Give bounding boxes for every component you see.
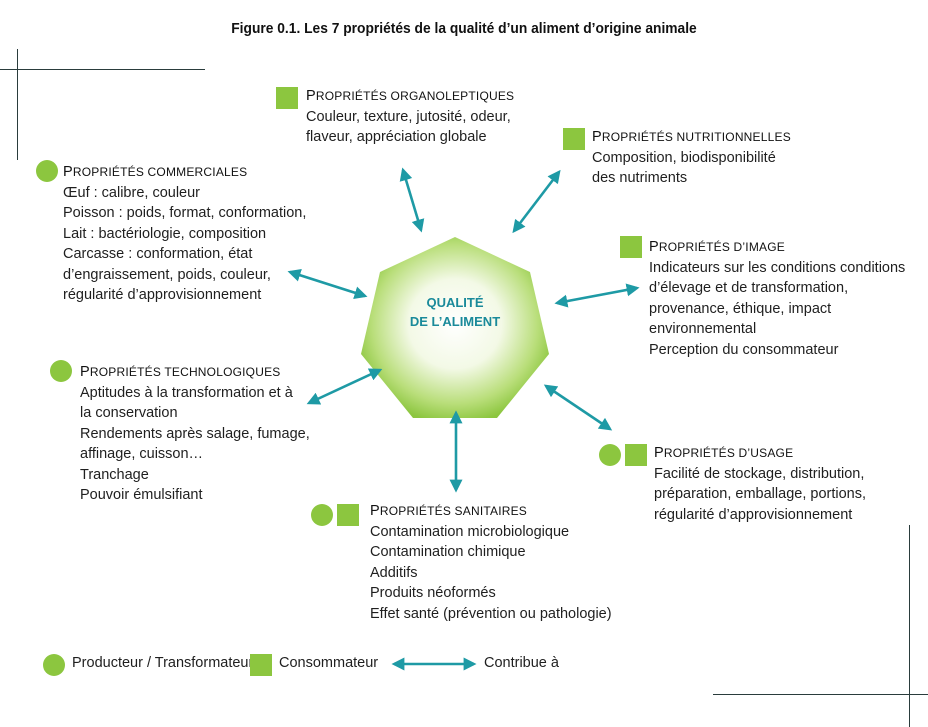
consumer-square-icon: [563, 128, 585, 150]
text-line: affinage, cuisson…: [80, 446, 204, 462]
crop-line-right-horizontal: [713, 694, 928, 695]
producer-circle-icon: [599, 444, 621, 466]
consumer-square-icon: [337, 504, 359, 526]
block-commerciales: Propriétés commerciales Œuf : calibre, c…: [63, 162, 306, 306]
crop-line-left-vertical: [17, 49, 18, 160]
heading-image: Propriétés d’image: [649, 239, 785, 255]
text-line: Produits néoformés: [370, 585, 496, 601]
text-line: régularité d’approvisionnement: [63, 287, 262, 303]
center-label: QUALITÉ DE L’ALIMENT: [385, 293, 525, 331]
text-line: Couleur, texture, jutosité, odeur,: [306, 108, 511, 125]
text-line: Aptitudes à la transformation et à: [80, 384, 293, 401]
consumer-square-icon: [625, 444, 647, 466]
text-line: Contamination microbiologique: [370, 523, 570, 540]
heading-sanitaires: Propriétés sanitaires: [370, 503, 528, 519]
legend-contributes-label: Contribue à: [484, 655, 559, 671]
legend-consumer-square-icon: [250, 654, 272, 676]
text-line: Composition, biodisponibilité: [592, 149, 776, 166]
text-line: Effet santé (prévention ou pathologie): [370, 605, 612, 622]
text-line: Lait : bactériologie, composition: [63, 225, 267, 242]
text-line: Carcasse : conformation, état: [63, 246, 253, 262]
arrow-image: [554, 283, 640, 308]
text-line: provenance, éthique, impact: [649, 300, 832, 317]
heading-usage: Propriétés d’usage: [654, 445, 794, 461]
consumer-square-icon: [620, 236, 642, 258]
text-line: Additifs: [370, 564, 418, 581]
text-line: Tranchage: [80, 466, 149, 483]
block-usage: Propriétés d’usage Facilité de stockage,…: [654, 443, 866, 525]
block-nutritionnelles: Propriétés nutritionnelles Composition, …: [592, 127, 791, 189]
producer-circle-icon: [50, 360, 72, 382]
consumer-square-icon: [276, 87, 298, 109]
center-heptagon: [361, 237, 549, 418]
text-line: Perception du consommateur: [649, 341, 839, 358]
text-line: Œuf : calibre, couleur: [63, 184, 201, 201]
text-line: d’élevage et de transformation,: [649, 280, 849, 296]
text-line: environnemental: [649, 321, 757, 337]
text-line: flaveur, appréciation globale: [306, 129, 487, 145]
heading-technologiques: Propriétés technologiques: [80, 364, 281, 380]
arrow-usage: [543, 384, 613, 431]
text-line: la conservation: [80, 405, 178, 421]
legend-consumer-label: Consommateur: [279, 655, 379, 671]
text-line: régularité d’approvisionnement: [654, 506, 853, 523]
crop-line-left-horizontal: [0, 69, 205, 70]
text-line: Indicateurs sur les conditions condition…: [649, 259, 906, 276]
producer-circle-icon: [311, 504, 333, 526]
block-image: Propriétés d’image Indicateurs sur les c…: [649, 237, 905, 360]
text-line: préparation, emballage, portions,: [654, 486, 866, 502]
arrow-technologiques: [306, 368, 383, 405]
arrows-group: [287, 167, 640, 671]
center-label-line1: QUALITÉ: [426, 295, 484, 310]
legend-producer-circle-icon: [43, 654, 65, 676]
text-line: Contamination chimique: [370, 544, 526, 560]
figure-title: Figure 0.1. Les 7 propriétés de la quali…: [231, 20, 697, 37]
text-line: des nutriments: [592, 170, 688, 186]
crop-line-right-vertical: [909, 525, 910, 727]
block-sanitaires: Propriétés sanitaires Contamination micr…: [370, 501, 612, 624]
legend-producer-label: Producteur / Transformateur: [72, 655, 254, 671]
block-technologiques: Propriétés technologiques Aptitudes à la…: [80, 362, 310, 506]
arrow-organoleptiques: [399, 167, 425, 233]
heading-organoleptiques: Propriétés organoleptiques: [306, 88, 515, 104]
text-line: Pouvoir émulsifiant: [80, 487, 203, 503]
block-organoleptiques: Propriétés organoleptiques Couleur, text…: [306, 86, 514, 148]
center-label-line2: DE L’ALIMENT: [409, 314, 501, 329]
arrow-nutritionnelles: [512, 169, 561, 234]
text-line: Rendements après salage, fumage,: [80, 425, 310, 442]
heading-commerciales: Propriétés commerciales: [63, 164, 248, 180]
heading-nutritionnelles: Propriétés nutritionnelles: [592, 129, 791, 145]
arrow-commerciales: [287, 268, 368, 300]
text-line: d’engraissement, poids, couleur,: [63, 266, 271, 283]
text-line: Poisson : poids, format, conformation,: [63, 205, 307, 221]
text-line: Facilité de stockage, distribution,: [654, 465, 865, 482]
producer-circle-icon: [36, 160, 58, 182]
